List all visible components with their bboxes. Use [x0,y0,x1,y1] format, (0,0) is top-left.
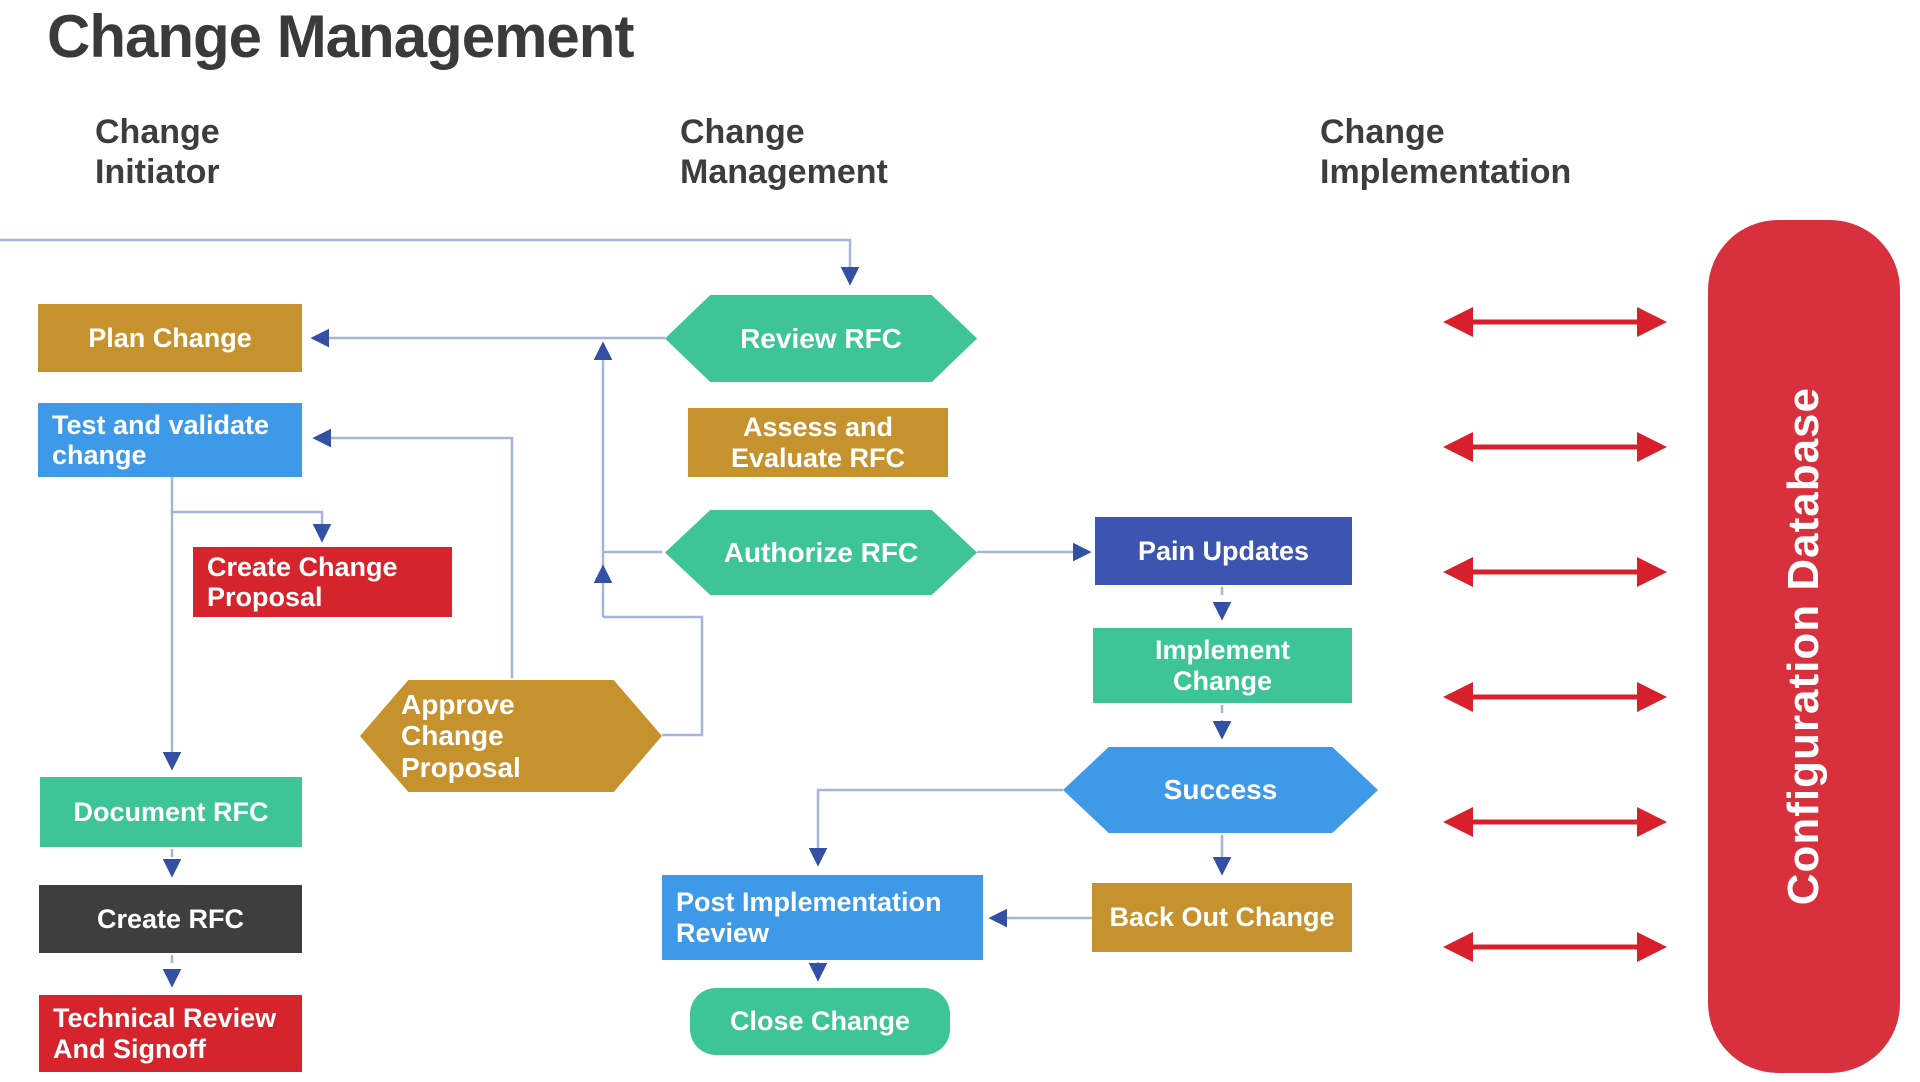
column-header-change-implementation: Change Implementation [1320,113,1572,192]
node-approve-change-proposal: Approve Change Proposal [360,680,662,792]
node-success: Success [1063,747,1378,833]
connector-success-to-post-review [808,788,1063,867]
node-back-out-change: Back Out Change [1092,883,1352,952]
connector-approve-to-test-validate [312,428,514,678]
node-authorize-rfc: Authorize RFC [665,510,977,595]
node-assess-and-evaluate-rfc: Assess and Evaluate RFC [688,408,948,477]
node-technical-review-and-signoff: Technical Review And Signoff [39,995,302,1072]
node-review-rfc: Review RFC [665,295,977,382]
connector-top-to-review-rfc [0,238,860,286]
configuration-database-label: Configuration Database [1779,387,1828,906]
connector-approve-right-up [603,615,704,737]
column-header-change-initiator: Change Initiator [95,113,220,192]
node-implement-change: Implement Change [1093,628,1352,703]
node-test-and-validate-change: Test and validate change [38,403,302,477]
node-create-change-proposal: Create Change Proposal [193,547,452,617]
node-plan-change: Plan Change [38,304,302,372]
node-pain-updates: Pain Updates [1095,517,1352,585]
node-document-rfc: Document RFC [40,777,302,847]
node-create-rfc: Create RFC [39,885,302,953]
column-header-change-management: Change Management [680,113,888,192]
node-post-implementation-review: Post Implementation Review [662,875,983,960]
page-title: Change Management [47,3,634,70]
connector-test-to-create-proposal [172,510,332,543]
node-configuration-database: Configuration Database [1708,220,1900,1073]
node-close-change: Close Change [690,988,950,1055]
